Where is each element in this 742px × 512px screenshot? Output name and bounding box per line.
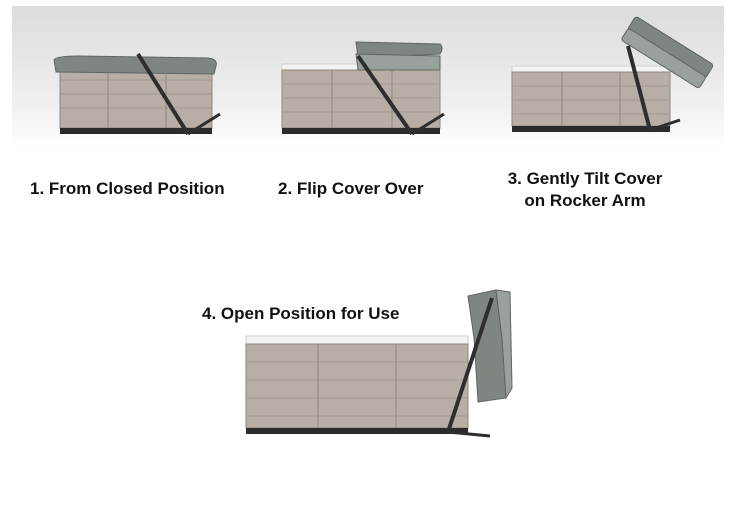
step3-label: 3. Gently Tilt Cover on Rocker Arm bbox=[490, 168, 680, 212]
spa-cabinet bbox=[281, 69, 441, 129]
spa-cover bbox=[621, 16, 714, 89]
step3-image bbox=[511, 16, 714, 132]
spa-cover bbox=[53, 55, 217, 75]
spa-cabinet bbox=[59, 65, 213, 129]
step4-label: 4. Open Position for Use bbox=[202, 304, 400, 323]
spa-base bbox=[512, 126, 670, 132]
lifter-arm bbox=[446, 297, 494, 433]
lifter-arm bbox=[626, 45, 652, 131]
step3-label-line2: on Rocker Arm bbox=[524, 191, 646, 210]
spa-cabinet bbox=[245, 343, 469, 429]
step2-label: 2. Flip Cover Over bbox=[278, 179, 424, 198]
step2-image bbox=[281, 41, 445, 136]
step4-image bbox=[245, 289, 513, 438]
step1-label: 1. From Closed Position bbox=[30, 179, 225, 198]
spa-base bbox=[282, 128, 440, 134]
lifter-arm bbox=[356, 54, 414, 136]
step1-image bbox=[53, 52, 221, 136]
spa-base bbox=[60, 128, 212, 134]
spa-base bbox=[246, 428, 468, 434]
step3-label-line1: 3. Gently Tilt Cover bbox=[507, 169, 663, 188]
spa-cover bbox=[355, 41, 443, 59]
lifter-arm bbox=[136, 52, 190, 136]
